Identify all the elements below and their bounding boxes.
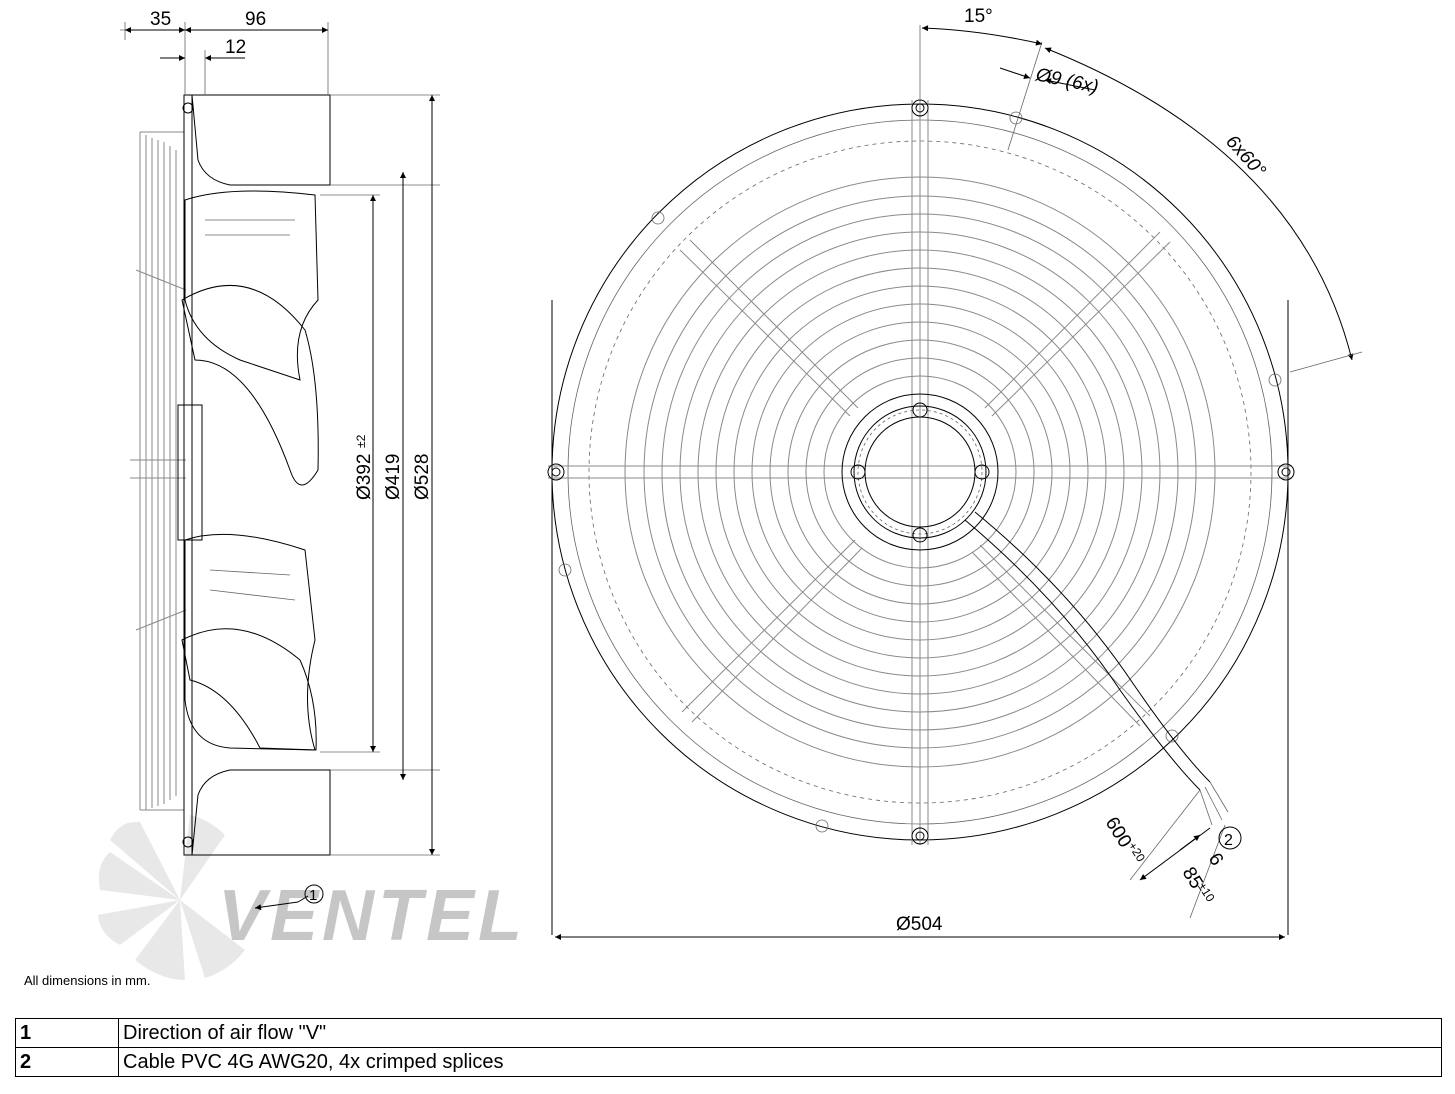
mounting-plate <box>182 94 331 856</box>
legend-text: Cable PVC 4G AWG20, 4x crimped splices <box>118 1047 1442 1077</box>
legend-table: 1 Direction of air flow "V" 2 Cable PVC … <box>15 1018 1442 1077</box>
guard-grille <box>130 131 187 811</box>
legend-row: 1 Direction of air flow "V" <box>15 1018 1442 1048</box>
dim-angle-15: 15° <box>964 6 993 27</box>
legend-number: 1 <box>15 1018 119 1048</box>
technical-drawing: VENTEL <box>98 6 1363 980</box>
callout-2: 2 <box>1224 832 1233 849</box>
ventel-watermark: VENTEL <box>98 815 526 980</box>
dim-504: Ø504 <box>896 914 943 935</box>
dim-strip-6: 6 <box>1204 850 1227 870</box>
airflow-indicator: 1 <box>254 884 324 911</box>
guard-spokes <box>548 100 1292 845</box>
cable <box>964 511 1229 826</box>
dim-392: Ø392 <box>354 454 375 500</box>
dim-12: 12 <box>225 37 246 58</box>
watermark-text: VENTEL <box>218 876 526 956</box>
impeller-blades <box>181 190 319 751</box>
front-view: 15° Ø9 (6x) 6x60° Ø504 600 +20 6 85 ±10 <box>547 6 1363 940</box>
front-dimensions: 15° Ø9 (6x) 6x60° Ø504 600 +20 6 85 ±10 <box>555 6 1363 940</box>
dim-35: 35 <box>150 9 171 30</box>
side-view: 35 96 12 Ø392 ±2 Ø419 Ø528 <box>120 9 440 911</box>
units-note: All dimensions in mm. <box>24 973 151 988</box>
dim-96: 96 <box>245 9 266 30</box>
motor-body <box>177 404 203 541</box>
dim-pitch: 6x60° <box>1221 131 1270 182</box>
dim-holes: Ø9 (6x) <box>1033 64 1100 98</box>
legend-number: 2 <box>15 1047 119 1077</box>
dim-419: Ø419 <box>383 454 404 500</box>
dim-528: Ø528 <box>412 454 433 500</box>
dim-392-tol: ±2 <box>354 434 368 448</box>
legend-row: 2 Cable PVC 4G AWG20, 4x crimped splices <box>15 1047 1442 1077</box>
callout-1: 1 <box>309 887 317 904</box>
side-dimensions: 35 96 12 Ø392 ±2 Ø419 Ø528 <box>120 9 440 856</box>
legend-text: Direction of air flow "V" <box>118 1018 1442 1048</box>
